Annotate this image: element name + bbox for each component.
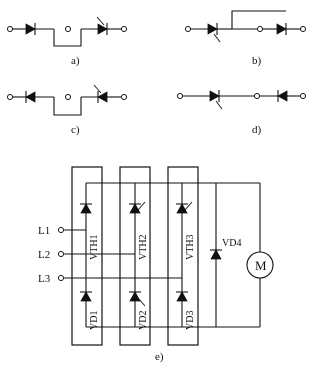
module-2 [119,166,151,346]
thyristor-b [207,23,218,35]
diode-vd4 [210,249,222,260]
label-vd2: VD2 [138,311,149,330]
diode-c [25,91,36,103]
circuit-a: a) [7,16,127,67]
thyristor-vth2 [129,203,141,214]
thyristor-vth3 [176,203,188,214]
circuit-c: c) [7,84,127,136]
diode-b [276,23,287,35]
terminal-b-right [300,26,306,32]
terminal-a-mid [65,26,71,32]
terminal-l2 [58,251,64,257]
label-vd4: VD4 [222,238,241,249]
circuit-d: d) [177,90,306,136]
motor-label: M [255,258,267,273]
label-vd1: VD1 [89,311,100,330]
label-a: a) [71,55,80,67]
terminal-c-mid [65,94,71,100]
label-c: c) [71,124,80,136]
thyristor-d [209,90,220,102]
terminal-l3 [58,275,64,281]
label-vth2: VTH2 [138,234,149,260]
diode-vd1 [80,291,92,302]
diode-vd2 [129,291,141,302]
thyristor-vth1 [80,203,92,214]
thyristor-c [97,91,108,103]
label-e: e) [155,351,164,363]
input-label-l1: L1 [38,225,50,237]
diode-vd3 [176,291,188,302]
module-1 [71,166,103,346]
thyristor-a [97,23,108,35]
motor-symbol [246,251,274,279]
terminal-d-mid [254,93,260,99]
diode-d [277,90,288,102]
terminal-a-right [121,26,127,32]
label-b: b) [252,55,262,67]
terminal-c-right [121,94,127,100]
terminal-b-mid [257,26,263,32]
terminal-d-left [177,93,183,99]
terminal-l1 [58,227,64,233]
label-vd3: VD3 [185,311,196,330]
label-vth3: VTH3 [185,234,196,260]
module-3 [167,166,199,346]
terminal-d-right [300,93,306,99]
circuit-e: L1 L2 L3 VTH1 VTH2 VTH3 VD1 VD2 VD3 VD4 … [38,166,274,363]
terminal-b-left [185,26,191,32]
diode-a [25,23,36,35]
label-vth1: VTH1 [89,234,100,260]
input-label-l3: L3 [38,273,51,285]
label-d: d) [252,124,262,136]
terminal-a-left [7,26,13,32]
input-label-l2: L2 [38,249,50,261]
circuit-b: b) [185,10,306,67]
terminal-c-left [7,94,13,100]
